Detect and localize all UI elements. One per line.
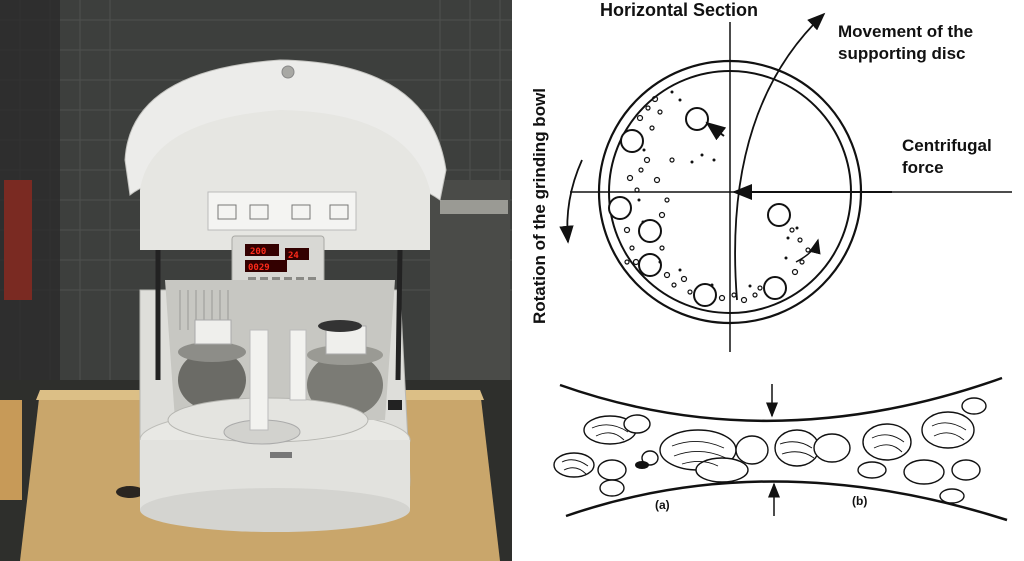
red-cabinet [4, 180, 32, 300]
table-hole [116, 486, 144, 498]
right-stand-top [440, 200, 508, 214]
grinding-jar-left [178, 350, 246, 410]
instruction-label [207, 191, 357, 231]
bowl-rotation-arrow [559, 159, 583, 244]
supporting-disc-arrow [734, 12, 826, 301]
wood-block [0, 400, 22, 500]
powder-agglomerates [553, 397, 987, 504]
horizontal-section [559, 12, 1012, 352]
movement-label-line2: supporting disc [838, 44, 966, 63]
panel-buttons [248, 277, 316, 282]
upper-grinding-surface [559, 376, 1003, 422]
grinding-schematic [553, 12, 1012, 522]
ball-mill-illustration: 200 0029 24 [0, 0, 512, 561]
power-switch [388, 400, 402, 410]
diagram-panel: Horizontal Section Movement of the suppo… [512, 0, 1024, 561]
jar-clamp-left [194, 319, 232, 345]
centrifugal-label-line1: Centrifugal [902, 136, 992, 155]
centrifugal-label-line2: force [902, 158, 944, 177]
right-gas-strut [395, 249, 403, 381]
display-readout-bottom: 0029 [248, 263, 270, 273]
powder-particles [623, 95, 811, 304]
particle-compression-schematic [553, 376, 1008, 522]
grinding-jar-right [307, 353, 383, 417]
grinding-balls [608, 107, 791, 307]
rotation-label: Rotation of the grinding bowl [530, 87, 549, 325]
ball-mill-photo: 200 0029 24 [0, 0, 512, 561]
label-b: (b) [852, 494, 868, 508]
diagram-title: Horizontal Section [600, 0, 759, 20]
movement-label-line1: Movement of the [838, 22, 974, 41]
display-readout-top: 200 [250, 247, 266, 257]
lid-knob [281, 65, 295, 79]
label-a: (a) [655, 498, 670, 512]
lower-grinding-surface [565, 480, 1008, 522]
display-readout-side: 24 [288, 251, 299, 261]
